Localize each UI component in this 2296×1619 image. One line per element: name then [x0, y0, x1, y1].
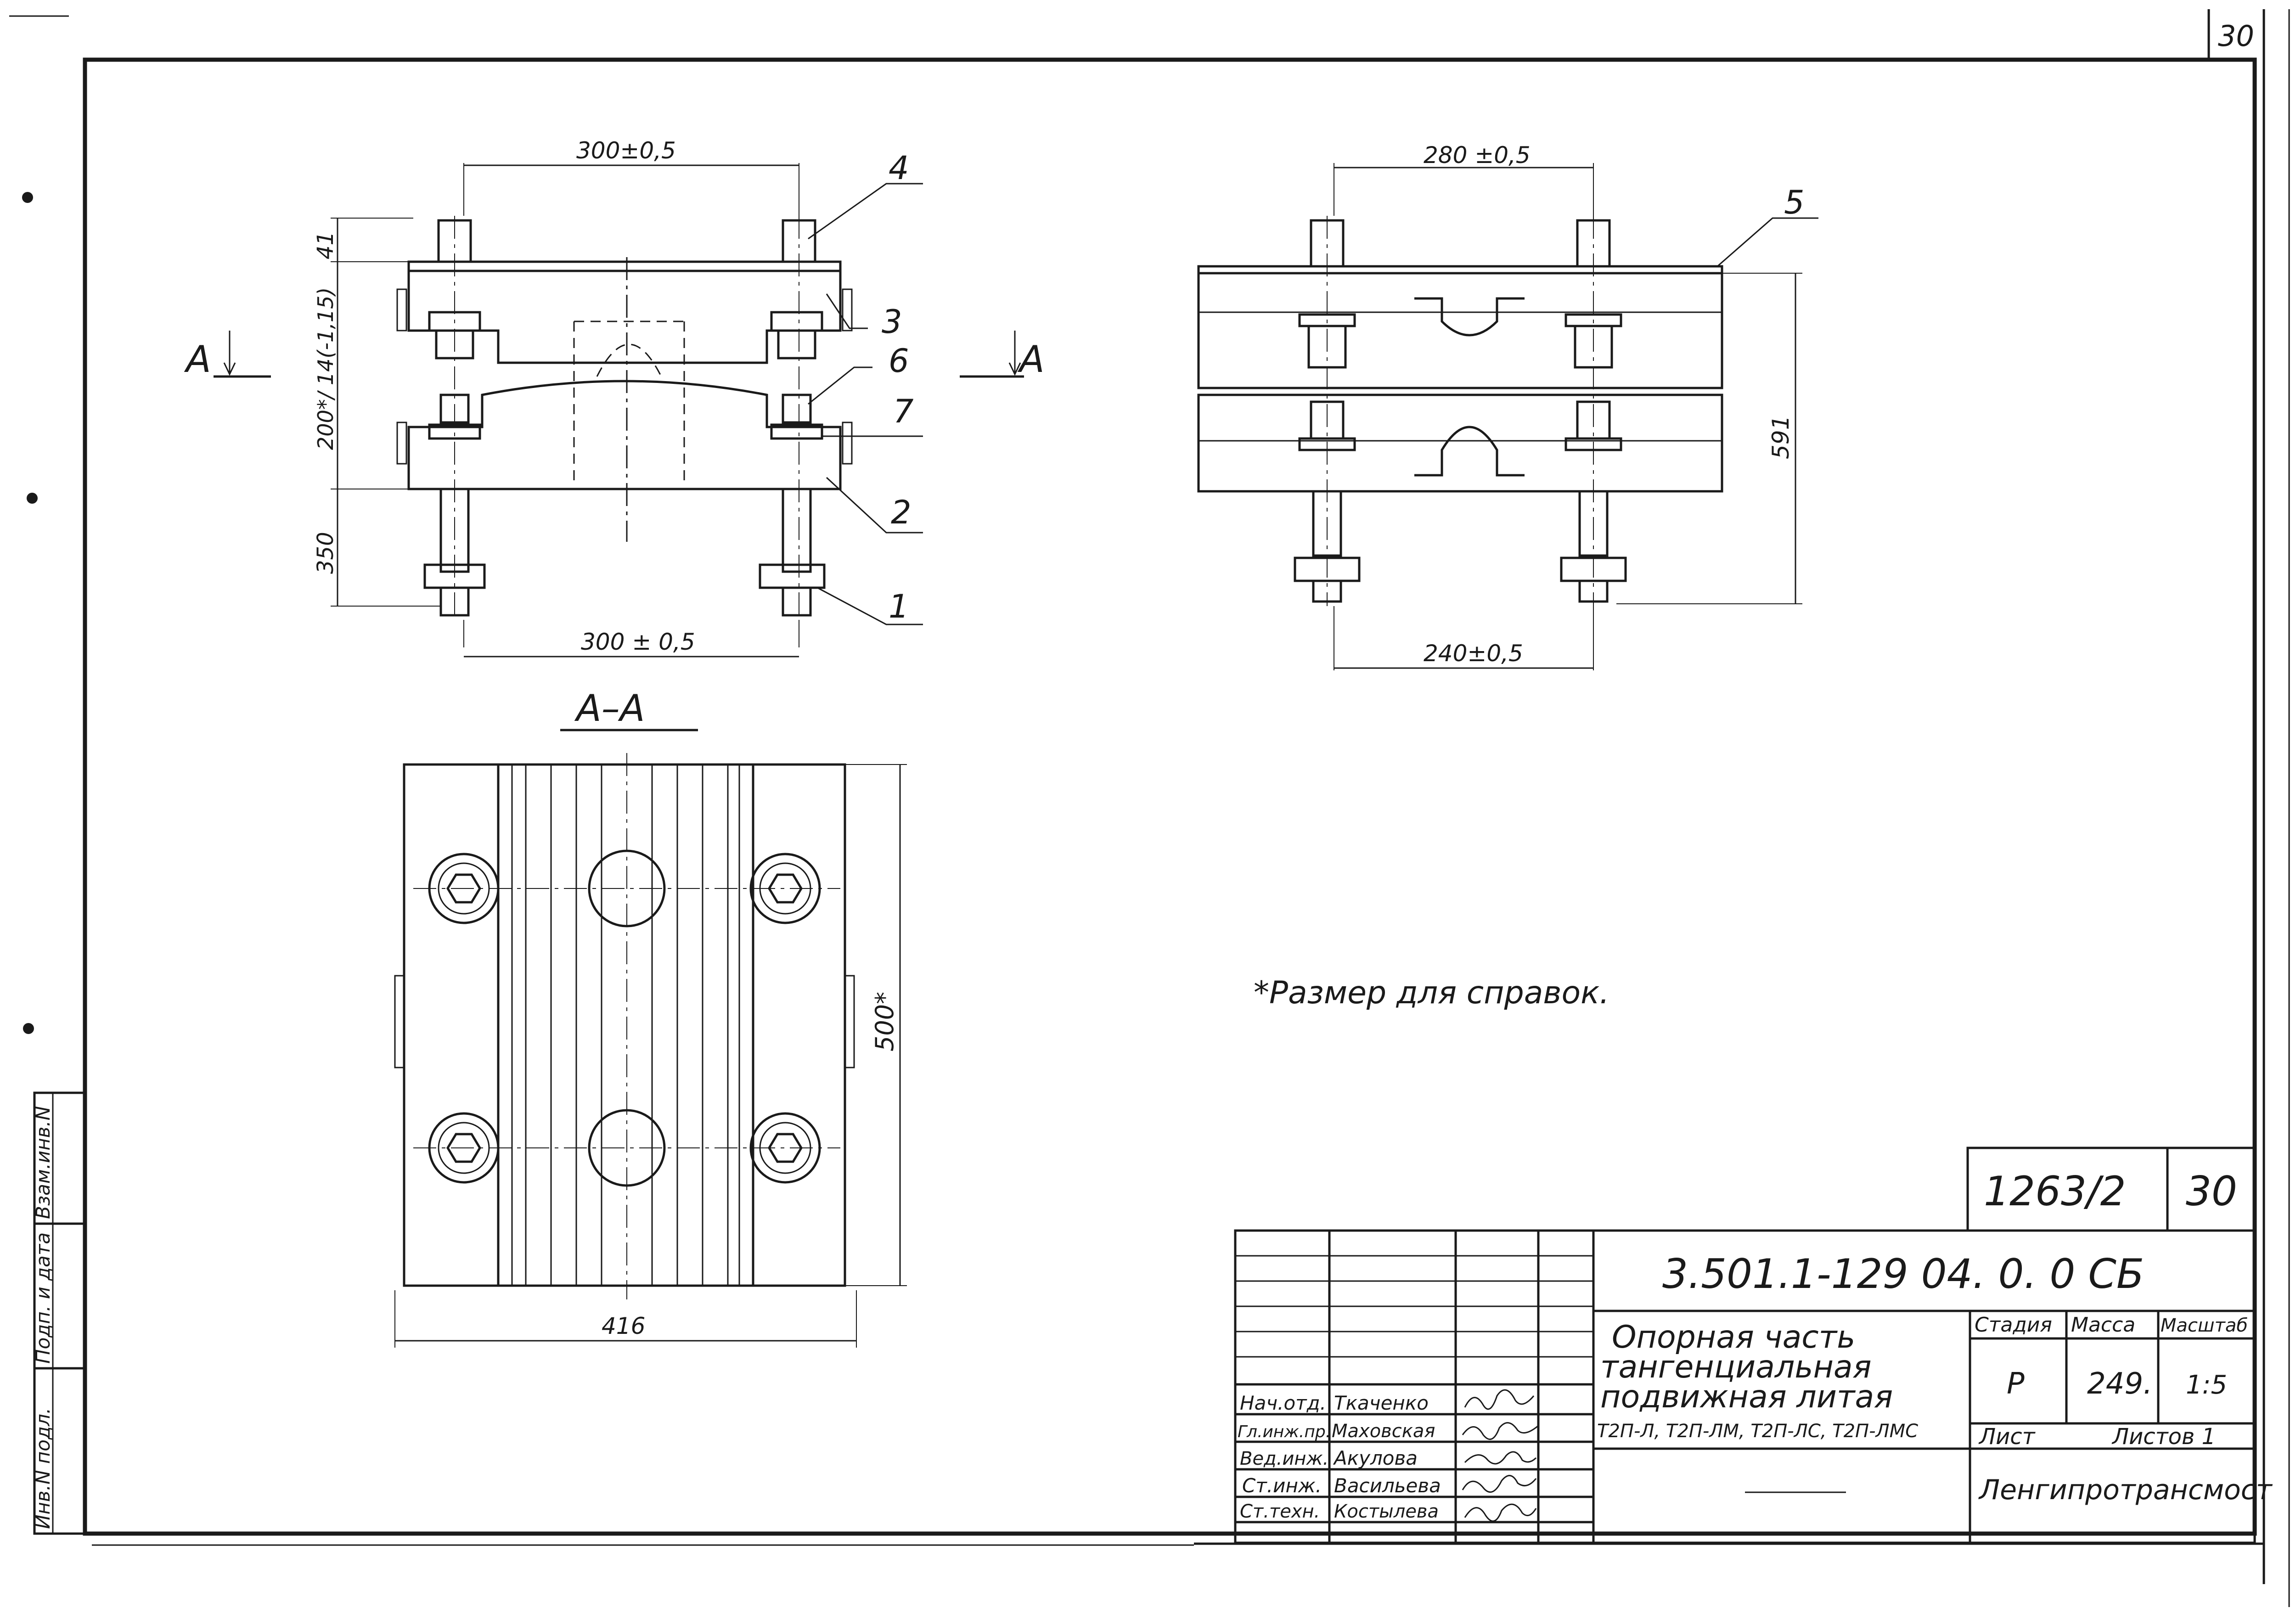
- dim-side-top-width: 280 ±0,5: [1424, 142, 1531, 169]
- sig-role-1: Нач.отд.: [1240, 1392, 1326, 1414]
- sig-role-4: Ст.инж.: [1242, 1474, 1322, 1497]
- product-name-line-3: подвижная литая: [1600, 1379, 1893, 1415]
- stamp-inv-podl: Инв.N подл.: [32, 1408, 54, 1529]
- sheet-label: Лист: [1978, 1424, 2036, 1450]
- scale-header: Масштаб: [2161, 1315, 2248, 1336]
- sig-name-3: Акулова: [1333, 1447, 1418, 1469]
- doc-ref: 1263/2: [1984, 1168, 2126, 1215]
- sig-name-1: Ткаченко: [1334, 1392, 1429, 1414]
- dim-side-bottom-width: 240±0,5: [1424, 640, 1523, 667]
- sig-role-3: Вед.инж.: [1240, 1448, 1328, 1469]
- product-name-line-2: тангенциальная: [1600, 1349, 1871, 1385]
- handwritten-signatures: [1462, 1389, 1539, 1522]
- side-stamp: Инв.N подл. Подп. и дата Взам.инв.N: [32, 1091, 86, 1535]
- sheet-number: 30: [2186, 1168, 2237, 1215]
- section-title: А–А: [574, 687, 645, 730]
- dim-plan-height: 500*: [870, 992, 899, 1051]
- product-name-line-1: Опорная часть: [1612, 1319, 1855, 1355]
- sig-role-5: Ст.техн.: [1240, 1501, 1320, 1522]
- sig-name-5: Костылева: [1334, 1501, 1439, 1522]
- dim-front-bottom-width: 300 ± 0,5: [581, 629, 695, 655]
- sig-name-4: Васильева: [1334, 1474, 1441, 1497]
- callout-7: 7: [893, 393, 914, 430]
- sheet-frame: [9, 9, 2290, 1607]
- stage-value: Р: [2007, 1367, 2025, 1401]
- callout-6: 6: [889, 342, 909, 380]
- front-view: [331, 163, 923, 658]
- stamp-podp-data: Подп. и дата: [32, 1232, 54, 1364]
- section-label-left: А: [184, 338, 211, 381]
- callout-1: 1: [889, 588, 909, 625]
- callout-2: 2: [891, 494, 912, 531]
- dim-front-height-41: 41: [313, 231, 338, 259]
- organization: Ленгипротрансмост: [1978, 1474, 2273, 1506]
- dim-front-height-350: 350: [313, 532, 338, 574]
- section-label-right: А: [1017, 338, 1045, 381]
- reference-note: *Размер для справок.: [1254, 975, 1609, 1011]
- product-name-line-4: Т2П-Л, Т2П-ЛМ, Т2П-ЛС, Т2П-ЛМС: [1597, 1421, 1918, 1442]
- callout-3: 3: [882, 303, 902, 341]
- designation: 3.501.1-129 04. 0. 0 СБ: [1662, 1250, 2144, 1298]
- dim-front-height-200: 200*/ 14(-1,15): [313, 287, 338, 450]
- section-mark-left: [214, 331, 271, 378]
- section-mark-right: [960, 331, 1024, 378]
- callout-5: 5: [1784, 184, 1805, 221]
- sheets-label: Листов 1: [2111, 1424, 2216, 1450]
- dim-front-top-width: 300±0,5: [576, 137, 676, 164]
- mass-value: 249.: [2087, 1367, 2153, 1401]
- title-block-grid: [1234, 1147, 2256, 1544]
- dim-plan-width: 416: [602, 1313, 645, 1339]
- side-view: [1197, 163, 1818, 670]
- mass-header: Масса: [2071, 1313, 2135, 1337]
- dim-side-height: 591: [1767, 416, 1794, 459]
- plan-view: [394, 753, 907, 1348]
- scale-value: 1:5: [2186, 1370, 2227, 1400]
- sheet-corner-number: 30: [2218, 19, 2254, 53]
- stamp-vzam-inv: Взам.инв.N: [32, 1106, 54, 1219]
- sig-name-2: Маховская: [1332, 1421, 1435, 1442]
- callout-4: 4: [889, 149, 909, 187]
- stage-header: Стадия: [1975, 1313, 2052, 1337]
- sig-role-2: Гл.инж.пр.: [1238, 1422, 1331, 1441]
